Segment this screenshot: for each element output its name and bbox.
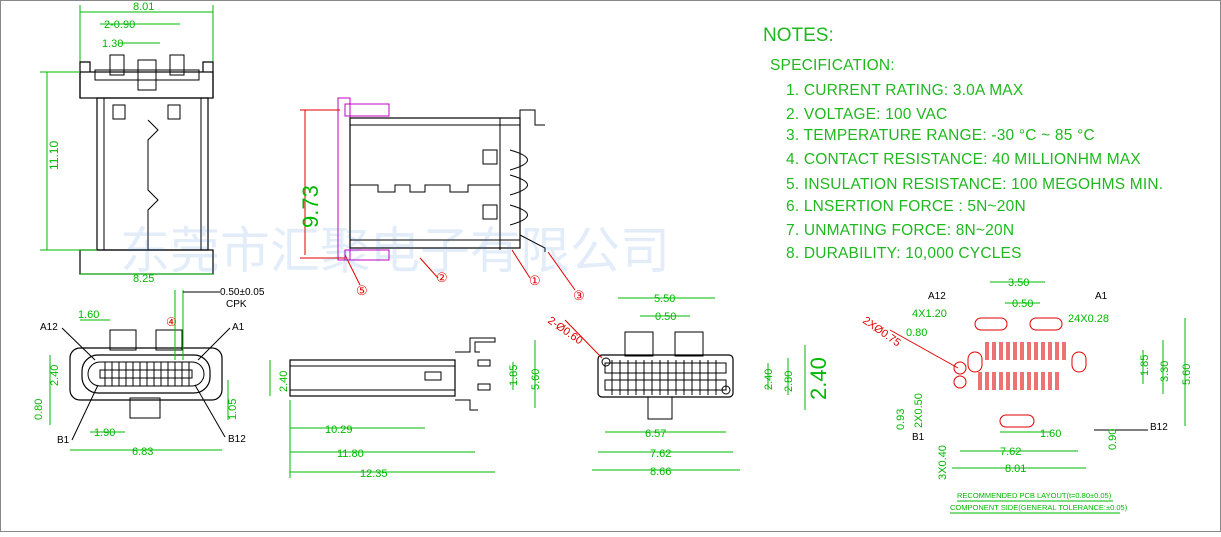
callout-5: ⑤: [356, 283, 368, 298]
pcb-dim-8-01: 8.01: [1005, 463, 1026, 475]
notes-subtitle: SPECIFICATION:: [770, 57, 895, 74]
pcb-caption-1: RECOMMENDED PCB LAYOUT(t=0.80±0.05): [957, 491, 1112, 500]
top-dim-height: 11.10: [47, 141, 61, 170]
bottom-dim-1-85: 1.85: [508, 365, 520, 386]
pcb-dim-1-85: 1.85: [1139, 355, 1151, 376]
pcb-dim-7-62: 7.62: [1000, 446, 1021, 458]
pcb-dim-1-60: 1.60: [1040, 428, 1061, 440]
front-dim-2-40: 2.40: [49, 365, 61, 386]
side-dim-height: 9.73: [298, 185, 323, 228]
front-cpk: CPK: [226, 299, 247, 310]
rear-view: 5.50 0.50 2-Ø0.60 2.40 2.80 2.40 6.57 7.…: [545, 293, 831, 478]
note-item-5: 5. INSULATION RESISTANCE: 100 MEGOHMS MI…: [786, 176, 1163, 193]
front-dim-1-60: 1.60: [78, 309, 99, 321]
pcb-dim-4x1-20: 4X1.20: [912, 308, 947, 320]
rear-dim-2-80: 2.80: [783, 371, 795, 392]
top-dim-pitch: 2-0.90: [104, 19, 135, 31]
front-dim-tolerance: 0.50±0.05: [220, 287, 265, 298]
top-dim-overall: 8.25: [133, 273, 154, 285]
callout-4: ④: [166, 315, 177, 329]
rear-dim-holes: 2-Ø0.60: [545, 315, 584, 348]
top-view: 8.01 2-0.90 1.30 11.10 8.25: [40, 1, 214, 285]
pcb-dim-holes: 2XØ0.75: [860, 315, 902, 350]
front-dim-1-05: 1.05: [227, 399, 239, 420]
note-item-4: 4. CONTACT RESISTANCE: 40 MILLIONHM MAX: [786, 151, 1141, 168]
pcb-dim-0-80: 0.80: [906, 327, 927, 339]
front-label-b1: B1: [57, 435, 70, 446]
top-dim-width: 8.01: [133, 1, 154, 13]
notes-block: NOTES: SPECIFICATION: 1. CURRENT RATING:…: [763, 25, 1163, 262]
side-view: 9.73 ⑤ ② ① ③: [298, 97, 585, 303]
rear-dim-2-40: 2.40: [763, 369, 775, 390]
bottom-side-view: 2.40 1.85 5.60 10.29 11.80 12.35: [269, 337, 542, 480]
callout-2: ②: [436, 270, 448, 285]
bottom-dim-2-40: 2.40: [278, 371, 290, 392]
note-item-1: 1. CURRENT RATING: 3.0A MAX: [786, 82, 1024, 99]
watermark: 东莞市汇聚电子有限公司: [120, 222, 670, 280]
front-dim-1-90: 1.90: [94, 427, 115, 439]
front-dim-0-80: 0.80: [33, 399, 45, 420]
pcb-dim-0-50: 0.50: [1012, 298, 1033, 310]
pcb-dim-2x0-50: 2X0.50: [913, 393, 925, 428]
pcb-label-a12: A12: [928, 291, 946, 302]
note-item-2: 2. VOLTAGE: 100 VAC: [786, 106, 947, 123]
pcb-layout: 3.50 0.50 A12 A1 4X1.20 24X0.28 0.80 2XØ…: [860, 277, 1193, 514]
front-label-a1: A1: [232, 322, 245, 333]
pcb-dim-3-50: 3.50: [1008, 277, 1029, 289]
pcb-dim-0-90: 0.90: [1107, 429, 1119, 450]
front-view: 1.60 0.50±0.05 CPK ④ 2.40 0.80 1.05 1.90…: [33, 287, 265, 458]
notes-title: NOTES:: [763, 25, 834, 46]
rear-dim-2-40-large: 2.40: [806, 357, 831, 400]
pcb-dim-3-30: 3.30: [1159, 361, 1171, 382]
bottom-dim-5-60: 5.60: [530, 369, 542, 390]
callout-3: ③: [573, 288, 585, 303]
pcb-label-b1: B1: [912, 432, 925, 443]
front-label-a12: A12: [40, 322, 58, 333]
pcb-dim-3x0-40: 3X0.40: [937, 445, 949, 480]
rear-dim-8-66: 8.66: [650, 466, 671, 478]
rear-dim-6-57: 6.57: [645, 428, 666, 440]
front-dim-6-83: 6.83: [132, 446, 153, 458]
callout-1: ①: [529, 273, 541, 288]
rear-dim-7-62: 7.62: [650, 448, 671, 460]
pcb-dim-24x0-28: 24X0.28: [1068, 313, 1109, 325]
note-item-6: 6. LNSERTION FORCE : 5N~20N: [786, 198, 1026, 215]
note-item-8: 8. DURABILITY: 10,000 CYCLES: [786, 245, 1022, 262]
bottom-dim-11-80: 11.80: [337, 448, 364, 460]
bottom-dim-10-29: 10.29: [325, 424, 353, 436]
pcb-caption-2: COMPONENT SIDE(GENERAL TOLERANCE:±0.05): [950, 503, 1128, 512]
note-item-3: 3. TEMPERATURE RANGE: -30 °C ~ 85 °C: [786, 127, 1095, 144]
pcb-dim-0-93: 0.93: [895, 409, 907, 430]
pcb-dim-5-60: 5.60: [1181, 364, 1193, 385]
pcb-label-a1: A1: [1095, 291, 1108, 302]
top-dim-pin: 1.30: [102, 38, 123, 50]
note-item-7: 7. UNMATING FORCE: 8N~20N: [786, 222, 1014, 239]
rear-dim-5-50: 5.50: [654, 293, 675, 305]
pcb-label-b12: B12: [1150, 422, 1168, 433]
rear-dim-0-50: 0.50: [655, 311, 676, 323]
front-label-b12: B12: [228, 434, 246, 445]
bottom-dim-12-35: 12.35: [360, 468, 388, 480]
